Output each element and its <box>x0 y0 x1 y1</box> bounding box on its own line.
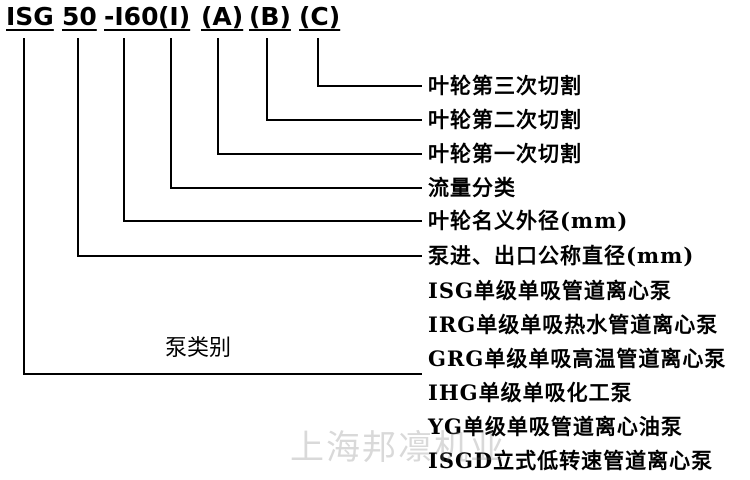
connector-b <box>266 38 422 121</box>
label-port-diameter: 泵进、出口公称直径(mm) <box>428 243 695 268</box>
pump-type-item: IRG单级单吸热水管道离心泵 <box>428 312 719 337</box>
code-part-port-diameter: 50 <box>62 2 97 31</box>
connector-c <box>317 38 422 87</box>
code-part-cut-a: (A) <box>201 2 244 31</box>
pump-type-item: IHG单级单吸化工泵 <box>428 380 633 405</box>
pump-type-item: YG单级单吸管道离心油泵 <box>428 414 683 439</box>
code-part-impeller-diameter: -I60 <box>104 2 159 31</box>
label-impeller-diameter: 叶轮名义外径(mm) <box>428 208 629 233</box>
label-flow-class: 流量分类 <box>428 175 516 200</box>
code-part-cut-c: (C) <box>299 2 341 31</box>
code-part-series: ISG <box>6 2 54 31</box>
pump-type-item: GRG单级单吸高温管道离心泵 <box>428 346 727 371</box>
code-part-cut-b: (B) <box>249 2 291 31</box>
connector-50 <box>77 38 422 257</box>
connector-i <box>170 38 422 189</box>
pump-type-item: ISGD立式低转速管道离心泵 <box>428 448 714 473</box>
code-part-flow-class: (I) <box>158 2 191 31</box>
pump-type-item: ISG单级单吸管道离心泵 <box>428 278 672 303</box>
connector-160 <box>123 38 422 222</box>
pump-category-label: 泵类别 <box>165 336 232 361</box>
connector-isg <box>23 38 422 375</box>
label-impeller-first-cut: 叶轮第一次切割 <box>428 141 582 166</box>
connector-a <box>217 38 422 155</box>
label-impeller-third-cut: 叶轮第三次切割 <box>428 73 582 98</box>
label-impeller-second-cut: 叶轮第二次切割 <box>428 107 582 132</box>
